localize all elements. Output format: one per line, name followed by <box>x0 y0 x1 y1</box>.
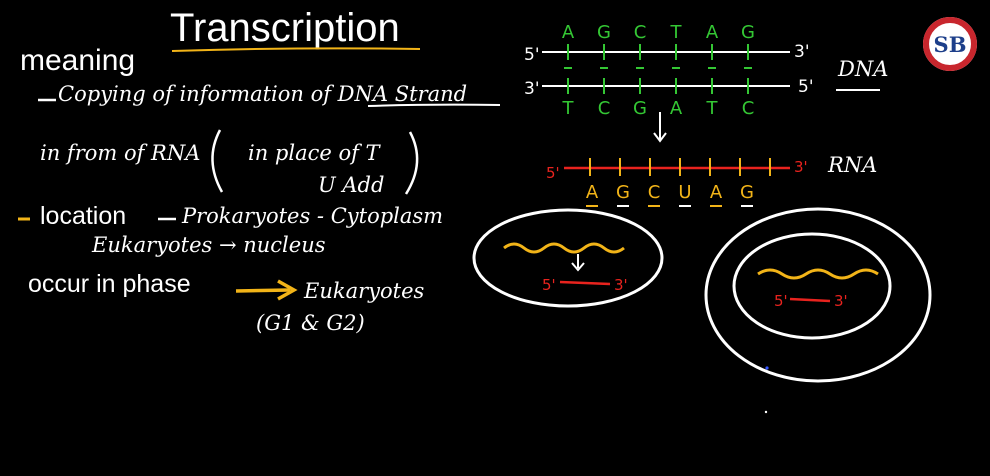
dna-bottom-right-end: 5' <box>798 77 814 97</box>
prokaryote-rna <box>560 282 610 284</box>
dna-label: DNA <box>837 57 888 81</box>
dna-bottom-left-end: 3' <box>524 79 540 99</box>
rna-base: U <box>678 182 691 203</box>
rna-base: A <box>586 182 599 203</box>
eukaryote-nucleus <box>734 234 890 338</box>
logo: SB <box>923 17 977 71</box>
prokaryote-rna-right-end: 3' <box>614 276 628 294</box>
definition-open-bracket <box>212 130 222 192</box>
prokaryote-dna <box>504 244 624 252</box>
dna-bottom-base: T <box>562 98 575 119</box>
logo-letters: SB <box>934 32 967 57</box>
definition-line1: Copying of information of DNA Strand <box>58 82 467 106</box>
dna-top-base: G <box>597 22 611 43</box>
prokaryote-rna-left-end: 5' <box>542 276 556 294</box>
rna-left-end: 5' <box>546 164 560 182</box>
phase-detail: (G1 & G2) <box>256 311 365 335</box>
rna-base: G <box>616 182 630 203</box>
dna-top-base: A <box>562 22 575 43</box>
rna-label: RNA <box>827 153 877 177</box>
eukaryote-dna <box>758 270 878 278</box>
dna-top-right-end: 3' <box>794 42 810 62</box>
dna-top-left-end: 5' <box>524 45 540 65</box>
stray-dot <box>765 366 768 369</box>
eukaryote-rna-right-end: 3' <box>834 292 848 310</box>
phase-answer: Eukaryotes <box>303 279 425 303</box>
location-eukaryote: Eukaryotes → nucleus <box>91 233 326 257</box>
phase-arrow <box>236 290 290 291</box>
eukaryote-rna-left-end: 5' <box>774 292 788 310</box>
eukaryote-rna <box>790 299 830 301</box>
rna-right-end: 3' <box>794 158 808 176</box>
title-underline <box>172 48 420 51</box>
rna-base: C <box>648 182 661 203</box>
definition-close-bracket <box>406 132 417 194</box>
prokaryote-cell <box>474 210 662 306</box>
definition-note1: in place of T <box>248 141 382 165</box>
dna-top-base: G <box>741 22 755 43</box>
rna-base: G <box>740 182 754 203</box>
definition-note2: U Add <box>318 173 384 197</box>
location-prokaryote: Prokaryotes - Cytoplasm <box>181 204 443 228</box>
dna-top-base: C <box>634 22 647 43</box>
stray-dot-2 <box>765 411 767 413</box>
dna-bottom-base: A <box>670 98 683 119</box>
dna-bottom-base: C <box>742 98 755 119</box>
definition-line2: in from of RNA <box>40 141 200 165</box>
dna-bottom-base: C <box>598 98 611 119</box>
rna-base: A <box>710 182 723 203</box>
dna-bottom-base: G <box>633 98 647 119</box>
dna-top-base: A <box>706 22 719 43</box>
dna-bottom-base: T <box>706 98 719 119</box>
dna-top-base: T <box>670 22 683 43</box>
